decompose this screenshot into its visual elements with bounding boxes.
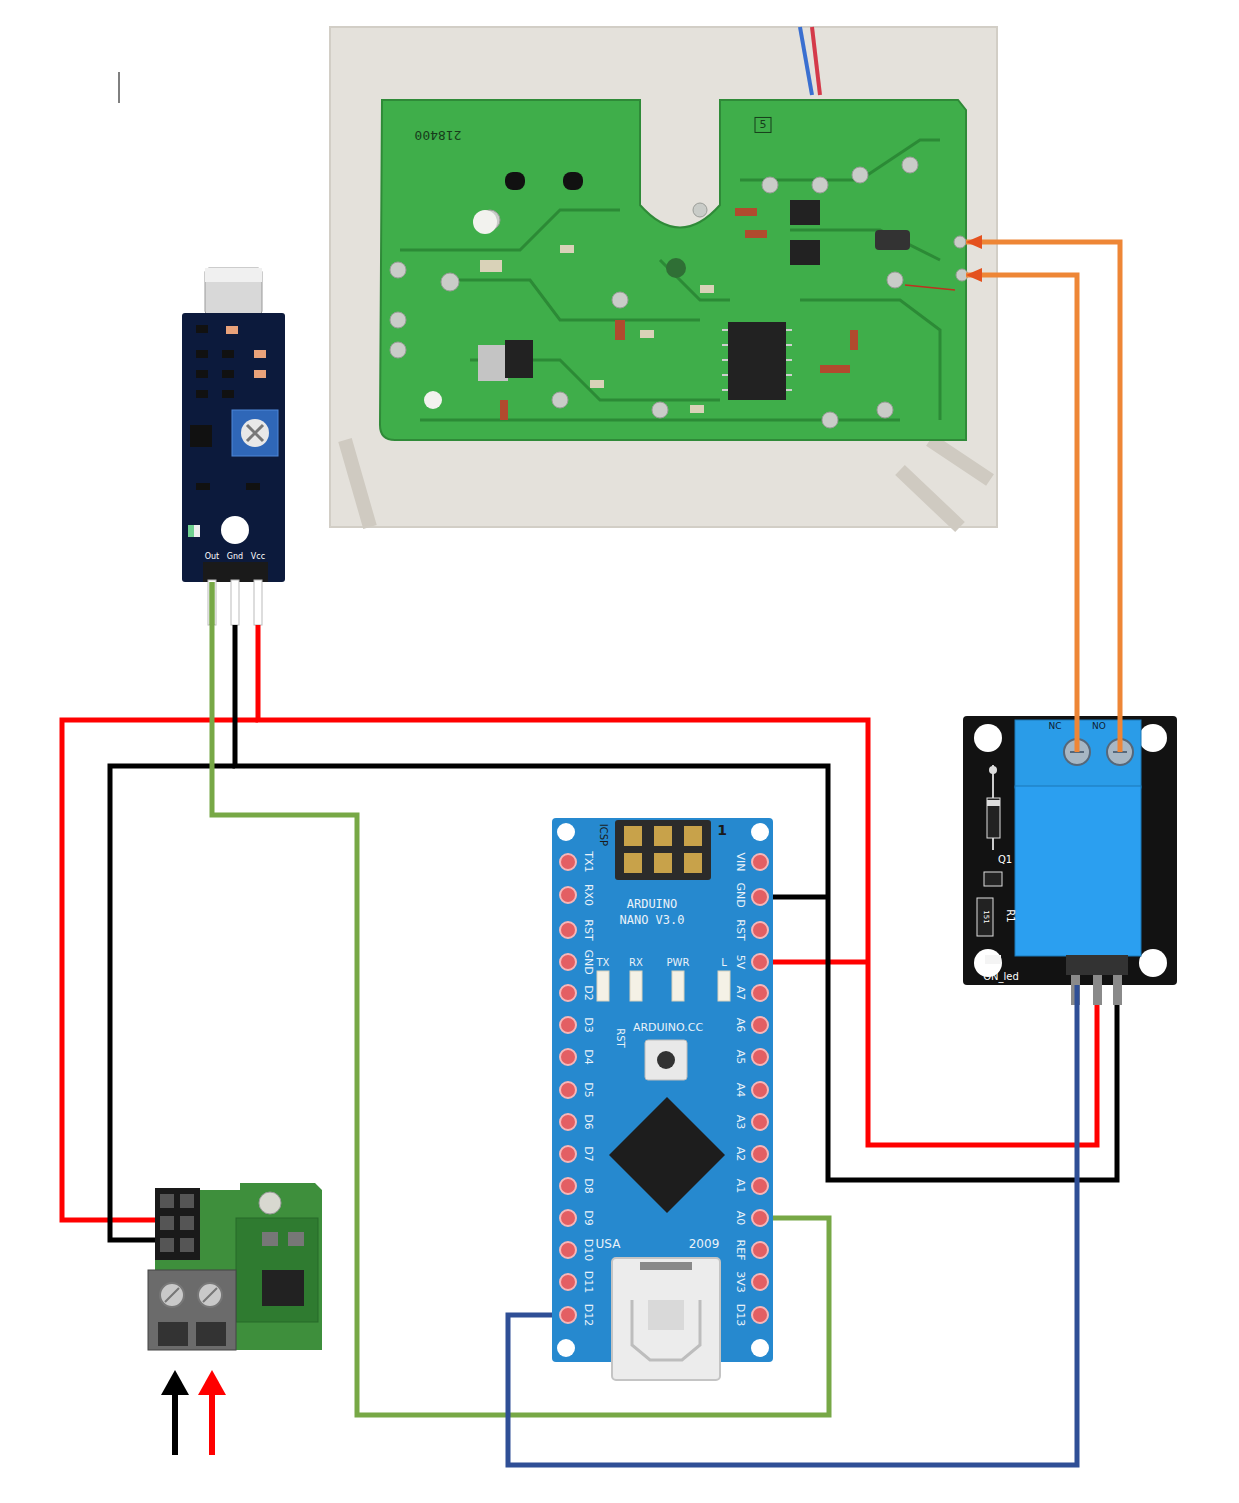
signal-wire [212,582,829,1415]
sound-sensor-module [182,268,285,625]
pin-label: 1 [717,823,727,838]
pin-label: D12 [582,1304,594,1326]
pin-label: D4 [582,1049,594,1064]
pin-label: PWR [667,957,690,968]
relay-module: NC NO Q1R1 151ON_led [963,716,1177,985]
arduino-nano: ICSP 1TX1RX0RST GND D2D3D4D5D6D7D8D9D10D11D… [552,818,773,1362]
pin-label: VIN [734,853,746,872]
pcb-photo [330,27,997,527]
pin-label: RX [629,957,643,968]
pin-label: GND [734,882,746,907]
switch-wire [966,242,1120,716]
pin-label: RST [582,919,594,940]
pin-label: NC [1048,722,1061,732]
pin-label: D11 [582,1271,594,1293]
pin-label: A0 [734,1211,746,1226]
pin-label: ARDUINO.CC [633,1022,703,1034]
pin-label: D7 [582,1146,594,1161]
pin-label: Q1 [998,854,1012,865]
pin-label: TX [597,957,610,968]
pin-label: A7 [734,986,746,1001]
sound-sensor: Out Gnd Vcc [182,313,285,582]
pin-label: D5 [582,1082,594,1097]
pin-label: D3 [582,1017,594,1032]
supply-arrows [161,1370,226,1455]
dc-converter [148,1183,322,1350]
board-marking: 5 [755,117,772,133]
pin-label: TX1 [582,851,594,872]
pin-label: NO [1092,722,1106,732]
pin-label: L [721,957,727,968]
pin-label: USA [596,1238,621,1251]
doorbell-pcb: 218400 5 [372,95,966,445]
pin-label: A2 [734,1147,746,1162]
pin-label: A5 [734,1050,746,1065]
pin-label: A3 [734,1115,746,1130]
pin-label: ICSP [598,824,609,846]
pin-label: ARDUINO NANO V3.0 [612,896,692,928]
pin-label: D8 [582,1178,594,1193]
pin-label: R1 [1005,909,1016,922]
arduino-nano-board [552,818,773,1380]
pin-label: D9 [582,1210,594,1225]
pin-label: RX0 [582,884,594,906]
pin-label: Out [205,553,220,562]
pin-label: D2 [582,985,594,1000]
pin-label: 218400 [415,128,462,142]
pin-label: A4 [734,1083,746,1098]
pin-label: GND [582,949,594,974]
pin-label: REF [734,1240,746,1261]
pin-label: A1 [734,1179,746,1194]
pin-label: 5V [734,955,746,970]
pin-label: Gnd [227,553,243,562]
pin-label: D13 [734,1304,746,1326]
pin-label: ON_led [983,971,1019,982]
relay-module [963,716,1177,1005]
pin-label: 151 [981,910,989,923]
pin-label: D10 [582,1239,594,1261]
pin-label: 3V3 [734,1271,746,1293]
pin-label: 2009 [689,1238,720,1251]
pin-label: RST [734,919,746,940]
pin-label: A6 [734,1018,746,1033]
control-wire [508,985,1077,1465]
pin-label: RST [615,1028,626,1047]
pin-label: Vcc [251,553,265,562]
switch-wire [966,275,1077,716]
pin-label: D6 [582,1114,594,1129]
